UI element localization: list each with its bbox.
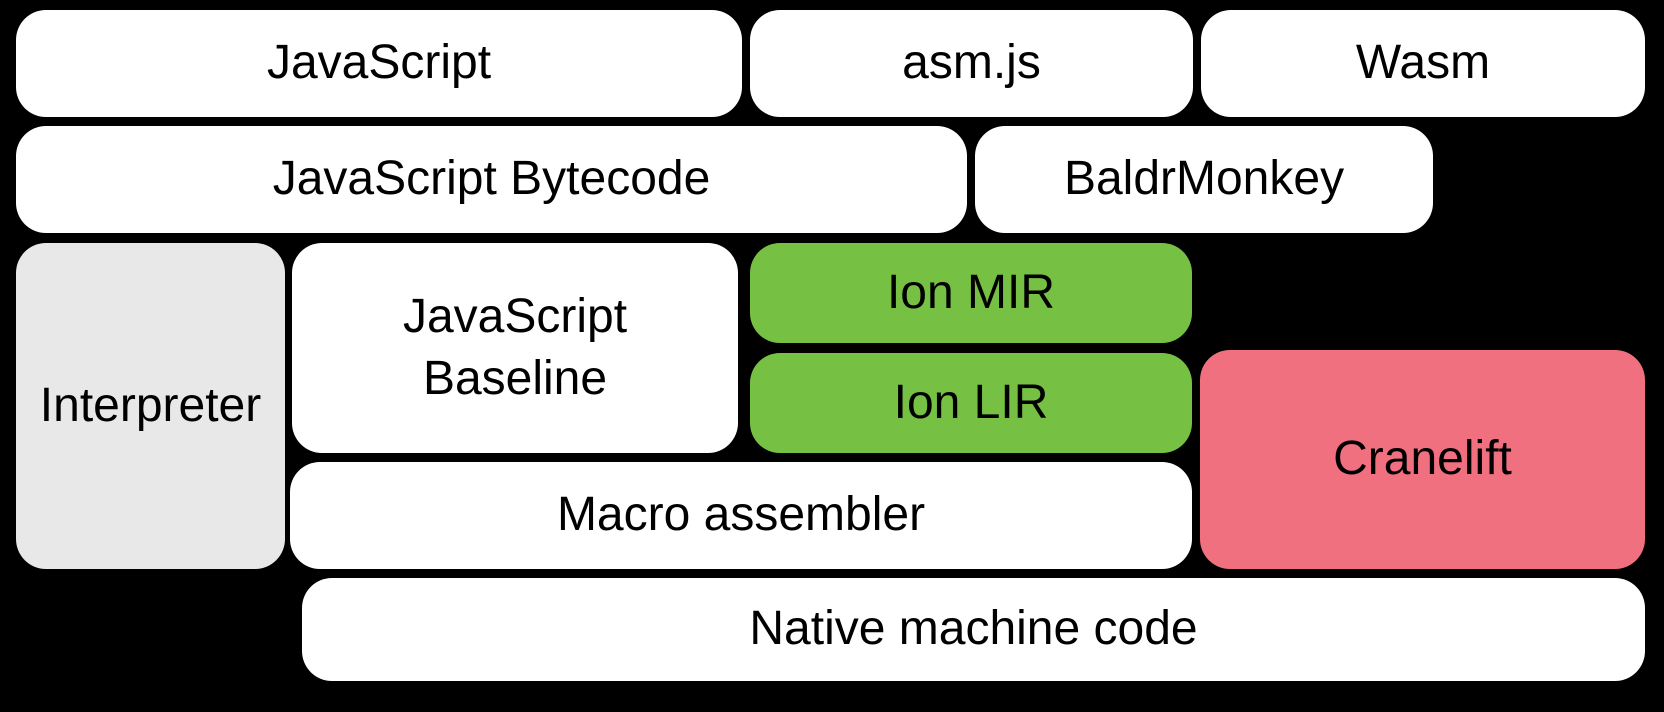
box-ion-lir-label: Ion LIR — [893, 375, 1049, 429]
box-macro-assembler: Macro assembler — [290, 462, 1192, 569]
box-javascript-bytecode-label: JavaScript Bytecode — [272, 152, 711, 206]
box-wasm: Wasm — [1201, 10, 1645, 117]
box-native-machine-code-label: Native machine code — [749, 602, 1198, 656]
box-interpreter-label: Interpreter — [39, 378, 262, 432]
box-javascript-baseline-line1: JavaScript — [402, 289, 628, 343]
box-baldrmonkey: BaldrMonkey — [975, 126, 1433, 233]
box-ion-mir-label: Ion MIR — [886, 265, 1056, 319]
box-javascript: JavaScript — [16, 10, 742, 117]
box-asmjs: asm.js — [750, 10, 1193, 117]
box-cranelift-label: Cranelift — [1333, 432, 1512, 486]
box-javascript-bytecode: JavaScript Bytecode — [16, 126, 967, 233]
box-javascript-baseline-line2: Baseline — [422, 352, 608, 405]
box-javascript-label: JavaScript — [266, 36, 492, 90]
box-cranelift: Cranelift — [1200, 350, 1645, 569]
box-ion-lir: Ion LIR — [750, 353, 1192, 453]
box-interpreter: Interpreter — [16, 243, 285, 569]
box-baldrmonkey-label: BaldrMonkey — [1063, 152, 1345, 206]
box-ion-mir: Ion MIR — [750, 243, 1192, 343]
box-wasm-label: Wasm — [1355, 36, 1491, 90]
box-javascript-baseline: JavaScript Baseline — [292, 243, 738, 453]
box-macro-assembler-label: Macro assembler — [556, 488, 926, 542]
box-native-machine-code: Native machine code — [302, 578, 1645, 681]
box-asmjs-label: asm.js — [902, 36, 1041, 90]
